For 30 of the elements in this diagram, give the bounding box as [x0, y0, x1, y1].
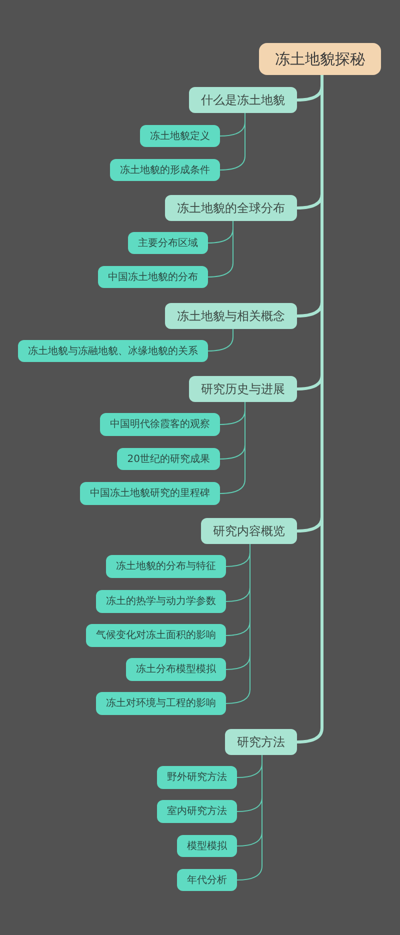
connector-line — [236, 754, 262, 880]
subtopic-box: 20世纪的研究成果 — [117, 448, 220, 470]
subtopic-box: 野外研究方法 — [157, 766, 237, 789]
subtopic-box: 主要分布区域 — [128, 232, 208, 254]
connector-line — [208, 328, 234, 352]
connector-line — [220, 402, 246, 494]
subtopic-box: 室内研究方法 — [157, 800, 237, 823]
subtopic-box: 冻土对环境与工程的影响 — [96, 692, 226, 715]
connector-line — [220, 112, 246, 170]
connector-line — [208, 220, 234, 278]
subtopic-box: 年代分析 — [177, 869, 237, 891]
main-topic-box: 研究方法 — [225, 729, 297, 755]
subtopic-box: 中国明代徐霞客的观察 — [100, 413, 220, 436]
subtopic-box: 冻土地貌的分布与特征 — [106, 555, 226, 578]
subtopic-box: 模型模拟 — [177, 835, 237, 857]
connector-line — [226, 544, 250, 704]
subtopic-box: 气候变化对冻土面积的影响 — [86, 624, 226, 647]
subtopic-box: 冻土的热学与动力学参数 — [96, 590, 226, 613]
main-topic-box: 冻土地貌与相关概念 — [165, 303, 297, 329]
subtopic-box: 冻土地貌与冻融地貌、冰缘地貌的关系 — [18, 340, 208, 362]
root-topic-box: 冻土地貌探秘 — [259, 43, 381, 75]
main-topic-box: 研究内容概览 — [201, 518, 297, 544]
subtopic-box: 冻土地貌的形成条件 — [110, 159, 220, 181]
subtopic-box: 中国冻土地貌的分布 — [98, 266, 208, 288]
main-topic-box: 什么是冻土地貌 — [189, 87, 297, 113]
main-topic-box: 研究历史与进展 — [189, 376, 297, 402]
subtopic-box: 冻土地貌定义 — [140, 125, 220, 147]
main-topic-box: 冻土地貌的全球分布 — [165, 195, 297, 221]
subtopic-box: 中国冻土地貌研究的里程碑 — [80, 482, 220, 505]
subtopic-box: 冻土分布模型模拟 — [126, 658, 226, 681]
